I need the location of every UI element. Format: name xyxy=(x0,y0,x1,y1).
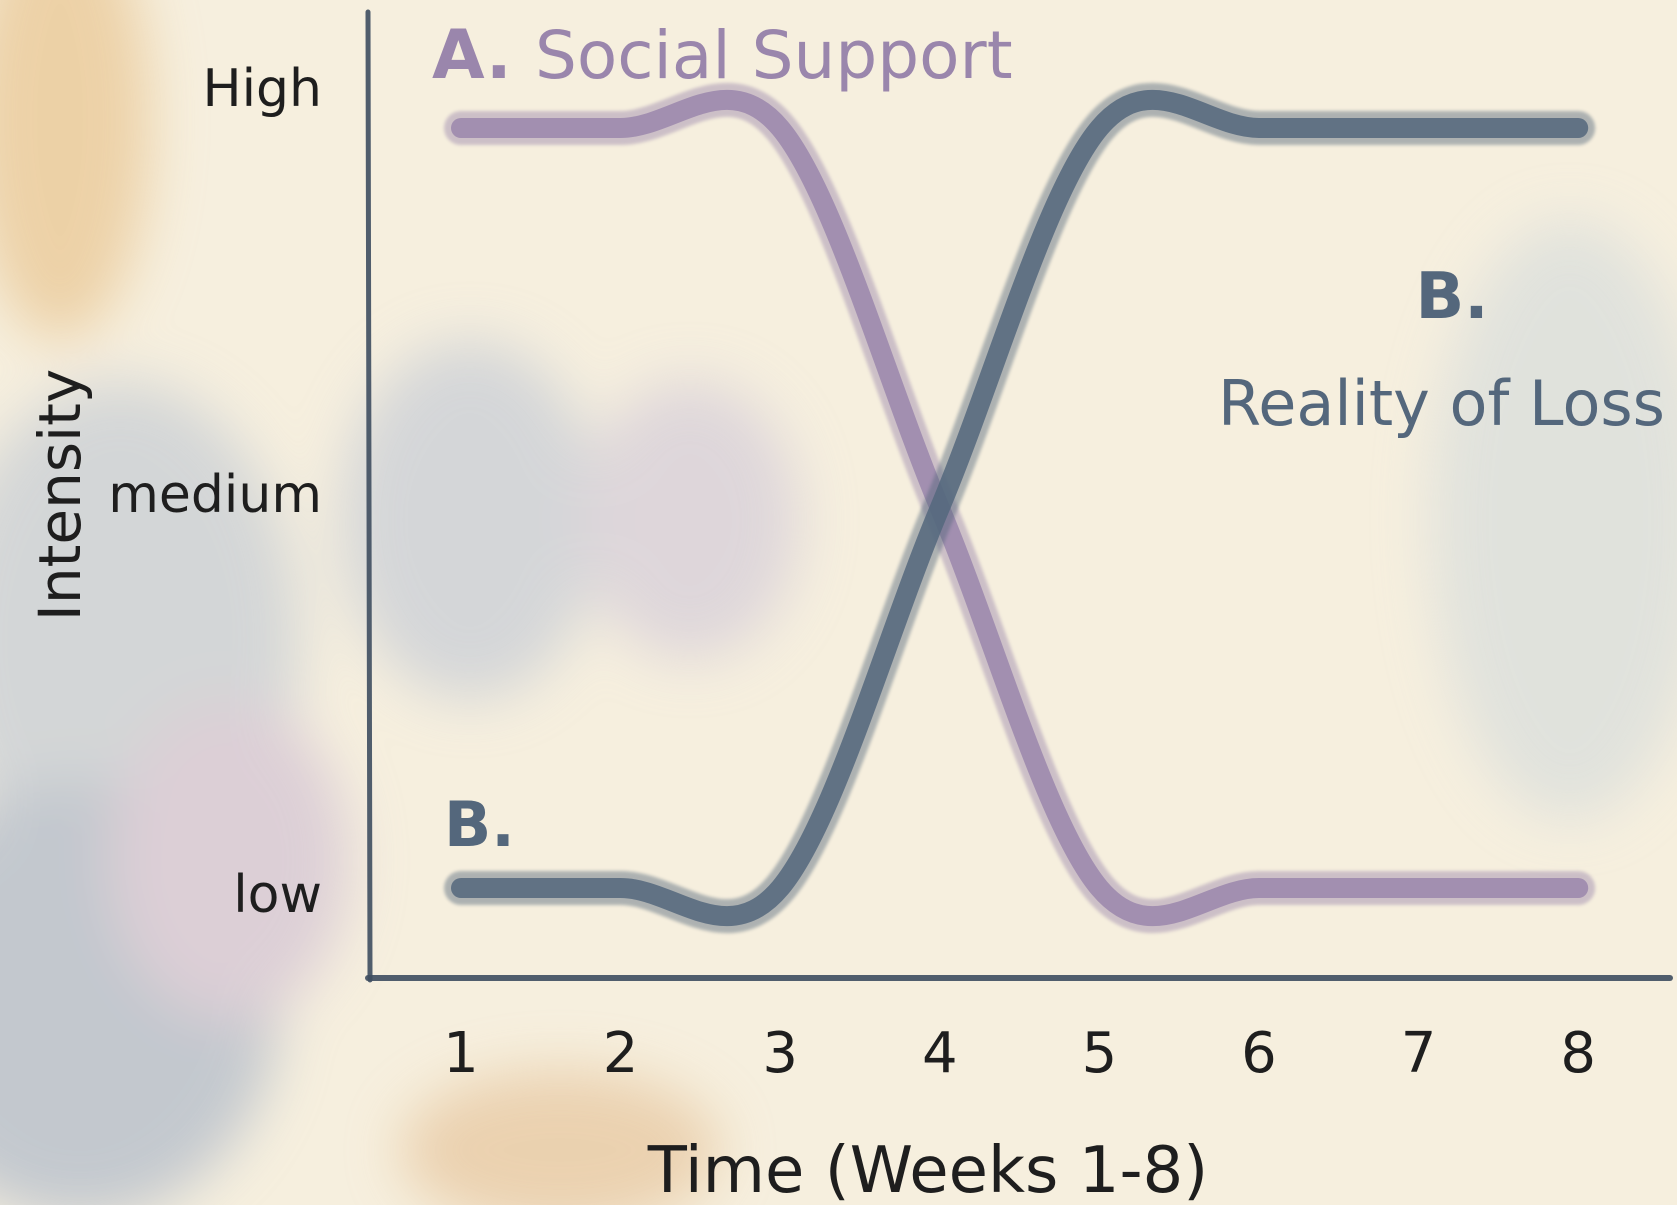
series-a-marker-label: A. xyxy=(432,16,512,95)
y-axis-title: Intensity xyxy=(26,369,94,621)
y-tick-label-medium: medium xyxy=(108,465,322,525)
x-tick-label-7: 7 xyxy=(1401,1021,1437,1086)
x-tick-label-3: 3 xyxy=(762,1021,798,1086)
series-lines xyxy=(444,82,1596,934)
x-tick-label-1: 1 xyxy=(443,1021,479,1086)
x-tick-label-4: 4 xyxy=(922,1021,958,1086)
y-tick-labels: low medium High xyxy=(108,59,322,925)
x-tick-labels: 1 2 3 4 5 6 7 8 xyxy=(443,1021,1596,1086)
x-tick-label-5: 5 xyxy=(1082,1021,1118,1086)
series-line-social-support xyxy=(451,89,1589,927)
y-axis-line xyxy=(365,9,373,983)
series-b-marker-bottom: B. xyxy=(444,788,515,861)
series-b-marker-top: B. xyxy=(1415,260,1488,334)
series-line-reality-of-loss xyxy=(451,89,1589,927)
x-axis-title: Time (Weeks 1-8) xyxy=(647,1134,1208,1205)
series-a-name-label: Social Support xyxy=(535,17,1013,94)
x-tick-label-8: 8 xyxy=(1560,1021,1596,1086)
y-tick-label-low: low xyxy=(233,865,322,925)
x-tick-label-6: 6 xyxy=(1241,1021,1277,1086)
y-tick-label-high: High xyxy=(202,59,322,119)
x-tick-label-2: 2 xyxy=(603,1021,639,1086)
series-b-name-label: Reality of Loss xyxy=(1218,367,1665,440)
